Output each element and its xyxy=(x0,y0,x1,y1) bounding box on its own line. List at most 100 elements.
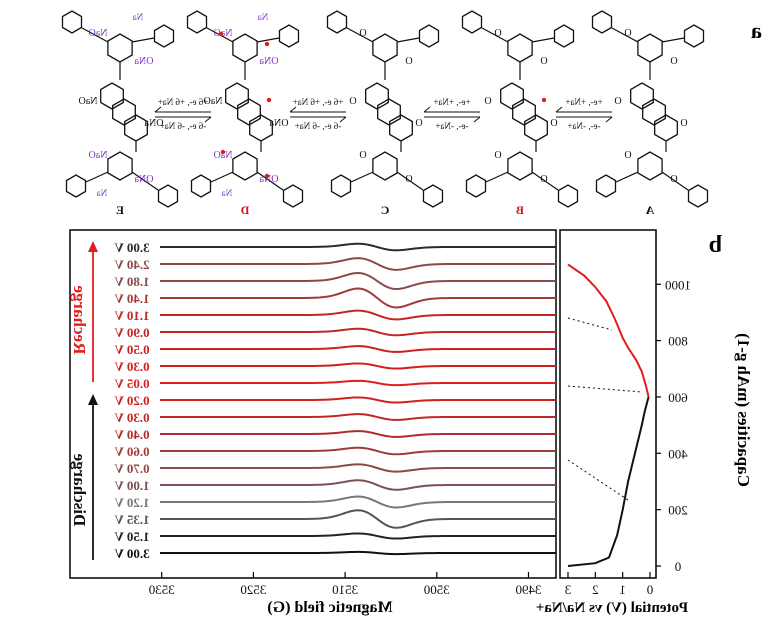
core-ring-3 xyxy=(249,114,273,142)
reverse-arrowhead xyxy=(473,116,481,123)
radical-dot xyxy=(218,31,224,37)
aryl-ring-bottom-left xyxy=(65,174,87,198)
epr-voltage-label: 1.35 V xyxy=(114,512,150,527)
group-label: NaO xyxy=(89,150,108,161)
arrow-bottom-label: -e-, -Na+ xyxy=(435,121,468,131)
capacity-curve xyxy=(567,396,650,567)
capacity-x-tick-label: 2 xyxy=(592,582,599,597)
bond xyxy=(661,37,685,43)
upper-ring xyxy=(232,33,258,63)
epr-curve xyxy=(160,532,556,540)
epr-voltage-label: 1.50 V xyxy=(114,529,150,544)
group-label: ONa xyxy=(269,118,288,129)
capacity-curve xyxy=(567,263,650,398)
epr-voltage-label: 0.05 V xyxy=(114,376,150,391)
epr-curve xyxy=(160,309,556,321)
aryl-ring-top-left xyxy=(591,10,613,34)
group-label: O xyxy=(359,150,366,161)
bond xyxy=(615,171,639,183)
epr-curve xyxy=(160,463,556,473)
na-ion-label: Na xyxy=(258,12,269,22)
group-label: O xyxy=(484,96,491,107)
radical-dot xyxy=(264,41,270,47)
capacity-x-tick-label: 0 xyxy=(647,582,654,597)
epr-curve xyxy=(160,509,556,529)
epr-voltage-label: 3.00 V xyxy=(114,546,150,561)
recharge-label: Recharge xyxy=(70,285,89,354)
guide-line xyxy=(567,385,643,393)
state-label: C xyxy=(381,203,390,217)
lower-ring xyxy=(507,151,533,181)
epr-curve xyxy=(160,257,556,271)
capacity-curves xyxy=(567,263,650,567)
group-label: O xyxy=(614,96,621,107)
aryl-ring-bottom-right xyxy=(422,184,444,208)
capacity-x-tick-label: 1 xyxy=(619,582,626,597)
lower-ring xyxy=(232,151,258,181)
upper-ring xyxy=(107,33,133,63)
aryl-ring-top-left xyxy=(61,10,83,34)
bond xyxy=(256,171,284,191)
radical-dot xyxy=(541,97,547,103)
discharge-arrowhead xyxy=(88,394,98,405)
panel-b-label: b xyxy=(709,232,722,258)
bond xyxy=(396,37,420,43)
bond xyxy=(256,37,280,43)
bond xyxy=(396,171,424,191)
core-ring-3 xyxy=(124,114,148,142)
group-label: ONa xyxy=(134,56,153,67)
bond xyxy=(531,37,555,43)
epr-voltage-label: 0.70 V xyxy=(114,461,150,476)
arrow-top-label: +e-, +Na+ xyxy=(565,97,602,107)
epr-voltage-label: 1.40 V xyxy=(114,291,150,306)
epr-x-axis-label: Magnetic field (G) xyxy=(267,599,392,616)
aryl-ring-bottom-left xyxy=(465,174,487,198)
capacity-y-tick-label: 0 xyxy=(675,559,682,574)
reaction-arrow-4: +e-, +Na+-e-, -Na+ xyxy=(555,97,613,131)
aryl-ring-bottom-right xyxy=(687,184,709,208)
epr-curve xyxy=(160,396,556,404)
group-label: O xyxy=(349,96,356,107)
core-ring-3 xyxy=(389,114,413,142)
capacity-y-tick-label: 800 xyxy=(668,334,688,349)
capacity-y-tick-label: 400 xyxy=(668,446,688,461)
capacity-x-axis-label: Potential (V) vs Na/Na+ xyxy=(536,600,688,616)
aryl-ring-bottom-left xyxy=(330,174,352,198)
arrow-top-label: +6 e-, +6 Na+ xyxy=(293,97,344,107)
bond xyxy=(210,171,234,183)
capacity-frame xyxy=(559,229,657,579)
core-ring-2 xyxy=(112,98,136,126)
epr-x-tick-label: 3520 xyxy=(240,582,266,597)
aryl-ring-bottom-right xyxy=(157,184,179,208)
upper-ring xyxy=(372,33,398,63)
epr-frame xyxy=(69,229,557,579)
bond xyxy=(346,27,374,43)
discharge-label: Discharge xyxy=(70,453,89,526)
aryl-ring-top-left xyxy=(186,10,208,34)
bond xyxy=(531,171,559,191)
group-label: O xyxy=(624,28,631,39)
aryl-ring-top-right xyxy=(418,24,440,48)
epr-voltage-label: 2.40 V xyxy=(114,257,150,272)
forward-arrowhead xyxy=(154,106,162,113)
epr-voltage-label: 1.80 V xyxy=(114,274,150,289)
epr-voltage-label: 1.10 V xyxy=(114,308,150,323)
epr-voltage-label: 1.20 V xyxy=(114,495,150,510)
core-ring-1 xyxy=(365,82,389,110)
epr-voltage-label: 1.00 V xyxy=(114,478,150,493)
arrow-top-label: +e-, +Na+ xyxy=(433,97,470,107)
radical-dot xyxy=(266,97,272,103)
panel-a-label: a xyxy=(751,18,762,43)
group-label: O xyxy=(415,118,422,129)
epr-voltage-label: 0.90 V xyxy=(114,325,150,340)
epr-curve xyxy=(160,446,556,456)
group-label: O xyxy=(540,174,547,185)
epr-curve xyxy=(160,362,556,370)
forward-arrowhead xyxy=(555,106,563,113)
bond xyxy=(350,171,374,183)
